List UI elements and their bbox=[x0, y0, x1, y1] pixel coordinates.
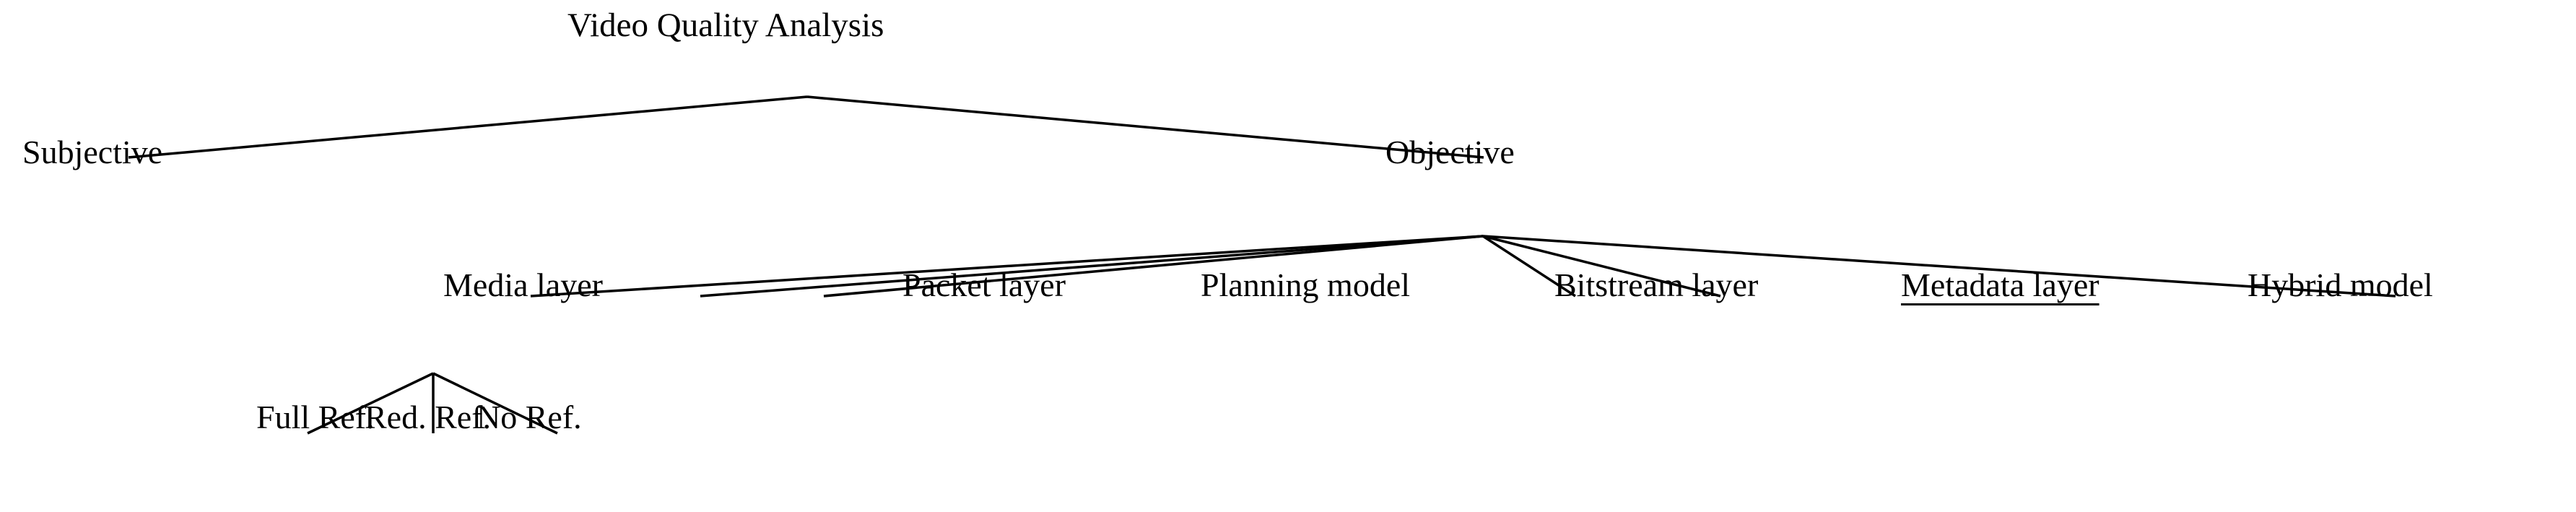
node-media-layer: Media layer bbox=[443, 266, 603, 303]
node-planning-model: Planning model bbox=[1201, 266, 1411, 303]
node-objective: Objective bbox=[1385, 134, 1515, 170]
node-no-ref: No Ref. bbox=[477, 399, 582, 435]
node-video-quality-analysis: Video Quality Analysis bbox=[567, 6, 884, 44]
node-hybrid-model: Hybrid model bbox=[2248, 266, 2433, 303]
node-metadata-layer: Metadata layer bbox=[1901, 266, 2099, 303]
node-full-ref: Full Ref. bbox=[256, 399, 375, 435]
node-subjective: Subjective bbox=[22, 134, 163, 170]
node-bitstream-layer: Bitstream layer bbox=[1554, 266, 1759, 303]
root-to-objective bbox=[806, 95, 1484, 159]
node-red-ref: Red. Ref. bbox=[365, 399, 492, 435]
root-to-subjective bbox=[128, 95, 808, 159]
node-packet-layer: Packet layer bbox=[902, 266, 1066, 303]
